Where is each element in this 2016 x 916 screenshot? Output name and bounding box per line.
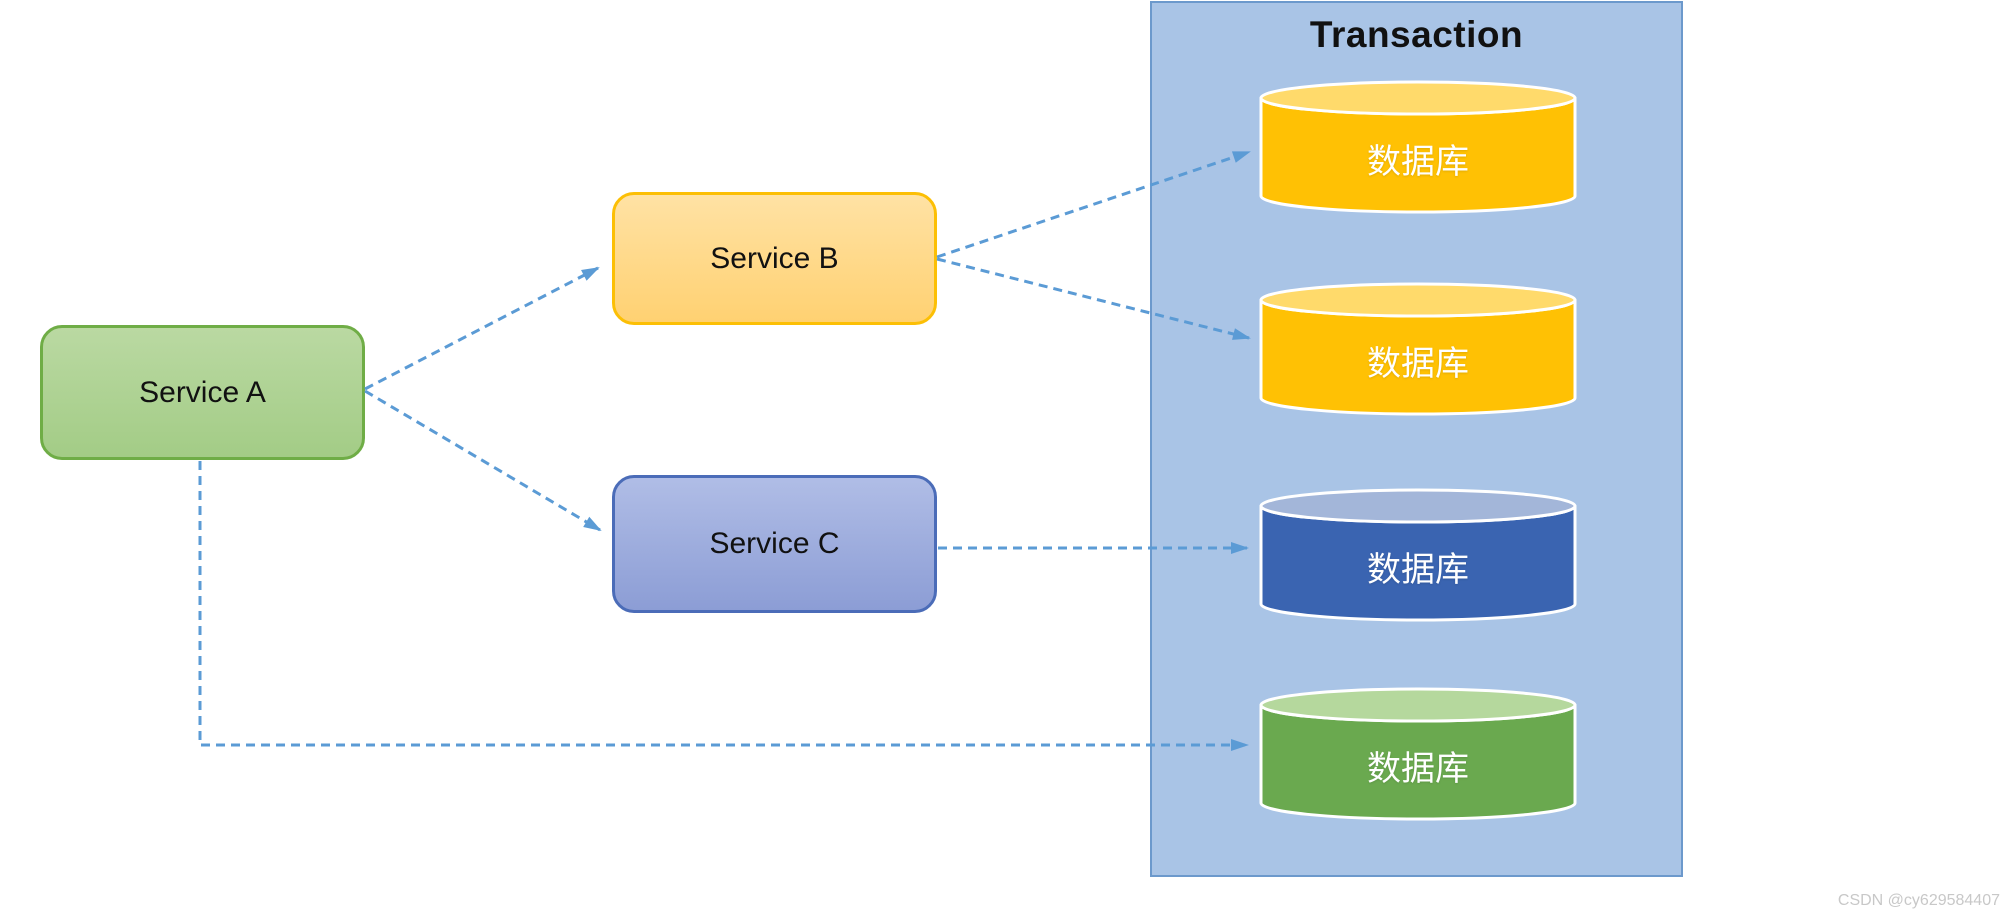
database-label: 数据库 — [1367, 749, 1469, 788]
edge-service-a-to-service-b — [364, 266, 600, 391]
service-c-node: Service C — [612, 475, 937, 613]
database-cylinder-2: 数据库 — [1258, 281, 1578, 417]
database-icon — [1259, 282, 1577, 416]
service-c-label: Service C — [709, 527, 840, 560]
database-icon — [1259, 488, 1577, 622]
database-cylinder-3: 数据库 — [1258, 487, 1578, 623]
service-b-label: Service B — [710, 241, 839, 275]
database-cylinder-1: 数据库 — [1258, 79, 1578, 215]
edge-service-a-to-service-c — [364, 389, 602, 532]
csdn-watermark: CSDN @cy629584407 — [1837, 892, 2000, 909]
database-icon — [1259, 80, 1577, 214]
database-label: 数据库 — [1367, 550, 1469, 589]
service-a-node: Service A — [40, 325, 365, 460]
database-cylinder-4: 数据库 — [1258, 686, 1578, 822]
database-icon — [1259, 687, 1577, 821]
database-label: 数据库 — [1367, 344, 1469, 383]
service-a-label: Service A — [139, 375, 266, 409]
service-b-node: Service B — [612, 192, 937, 325]
database-label: 数据库 — [1367, 142, 1469, 181]
transaction-panel-title: Transaction — [1309, 14, 1524, 55]
